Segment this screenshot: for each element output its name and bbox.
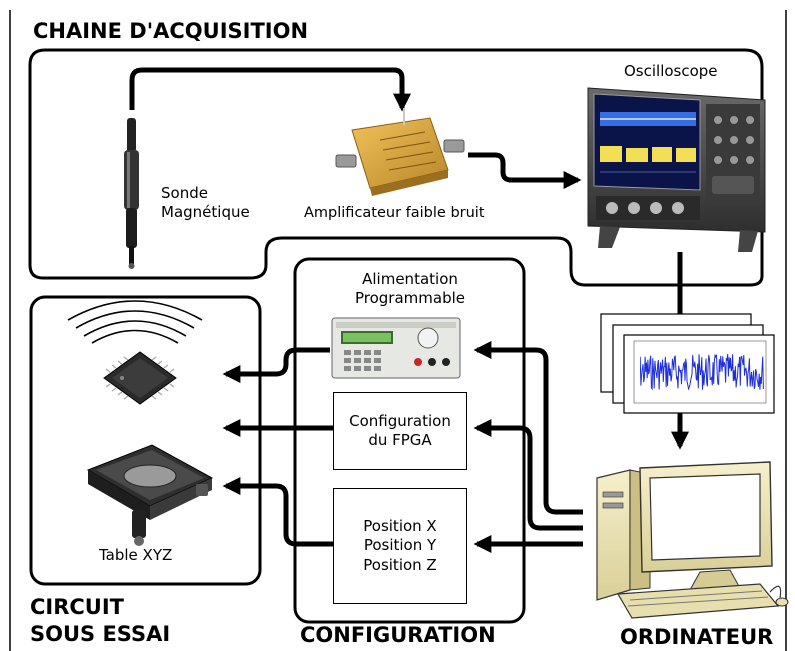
dut-title: CIRCUIT SOUS ESSAI (30, 594, 170, 649)
xyz-table-label: Table XYZ (99, 546, 173, 564)
power-supply-label: Alimentation Programmable (316, 270, 504, 308)
power-supply-icon (331, 317, 461, 379)
fpga-config-line2: du FPGA (368, 431, 432, 449)
oscilloscope-label: Oscilloscope (624, 62, 718, 80)
configuration-frame (293, 257, 526, 624)
amplifier-label: Amplificateur faible bruit (304, 205, 485, 221)
fpga-config-line1: Configuration (349, 411, 451, 430)
magnetic-probe-icon (124, 118, 139, 269)
computer-to-power-supply-arrow (473, 341, 583, 515)
waveform-trace (640, 353, 764, 391)
power-supply-to-chip-arrow (222, 347, 330, 383)
amplifier-icon (335, 108, 465, 196)
power-supply-label-line1: Alimentation (362, 270, 458, 288)
position-z-label: Position Z (363, 555, 437, 574)
position-box: Position X Position Y Position Z (333, 488, 467, 604)
amplifier-to-oscilloscope-arrow (468, 152, 582, 189)
position-to-table-arrow (222, 477, 333, 547)
wireless-waves-icon (67, 300, 203, 344)
position-x-label: Position X (363, 516, 437, 535)
fpga-config-box: Configuration du FPGA (333, 392, 467, 470)
computer-to-fpga-arrow (473, 419, 583, 531)
probe-label-line1: Sonde (161, 184, 208, 202)
position-y-label: Position Y (363, 536, 437, 555)
acquisition-chain-title: CHAINE D'ACQUISITION (33, 19, 309, 43)
chip-icon (103, 351, 177, 405)
probe-label-line2: Magnétique (161, 202, 250, 221)
device-under-test-frame (29, 295, 262, 586)
oscilloscope-icon (587, 87, 766, 252)
configuration-title: CONFIGURATION (300, 623, 496, 647)
probe-to-amplifier-arrow (129, 67, 411, 112)
waveform-plots-icon (600, 313, 775, 414)
dut-title-line1: CIRCUIT (30, 595, 124, 619)
computer-icon (596, 461, 789, 619)
probe-label: Sonde Magnétique (161, 184, 250, 222)
computer-title: ORDINATEUR (620, 625, 774, 649)
acquisition-chain-frame (28, 48, 764, 287)
power-supply-label-line2: Programmable (354, 288, 465, 307)
dut-title-line2: SOUS ESSAI (30, 622, 171, 647)
xyz-stage-icon (86, 444, 214, 546)
